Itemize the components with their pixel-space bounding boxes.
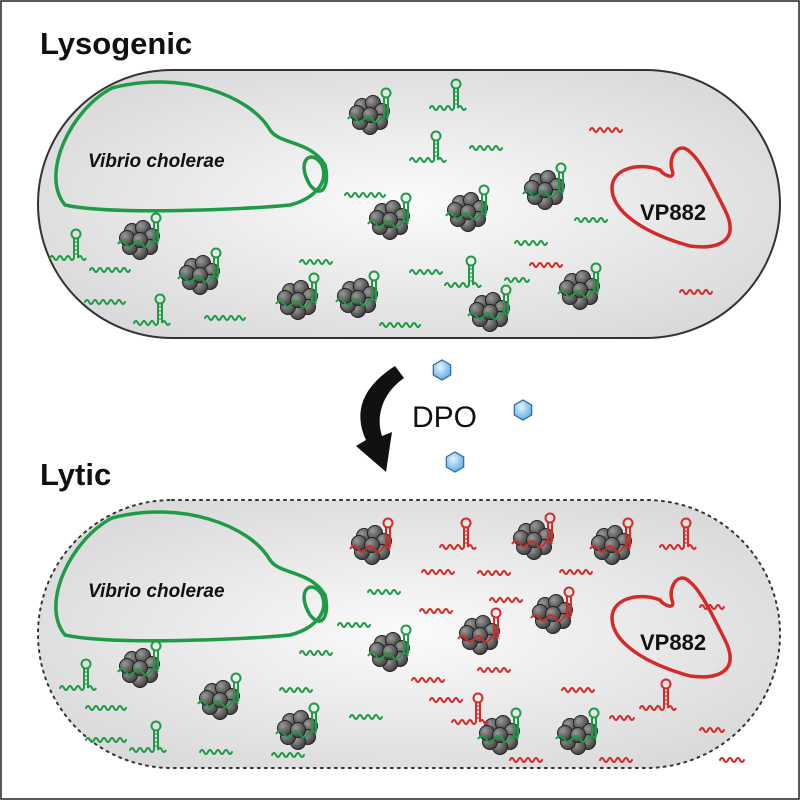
ribosome-icon	[367, 192, 412, 240]
ribosome-icon	[467, 284, 512, 332]
mrna-squiggle	[421, 569, 455, 575]
dpo-molecule-icon	[445, 451, 465, 473]
mrna-squiggle	[409, 269, 443, 275]
mrna-squiggle	[199, 749, 233, 755]
ribosome-icon	[197, 672, 242, 720]
mrna-squiggle	[299, 650, 333, 656]
mrna-squiggle	[559, 569, 593, 575]
dpo-molecule-icon	[432, 359, 452, 381]
riboswitch-hairpin	[439, 517, 477, 550]
mrna-squiggle	[561, 687, 595, 693]
ribosome-icon	[511, 512, 556, 560]
mrna-squiggle	[574, 217, 608, 223]
ribosome-icon	[555, 707, 600, 755]
ribosome-icon	[275, 272, 320, 320]
mrna-squiggle	[589, 127, 623, 133]
mrna-squiggle	[271, 752, 305, 758]
curved-arrow-icon	[356, 366, 404, 472]
ribosome-icon	[275, 702, 320, 750]
mrna-group	[49, 78, 745, 763]
mrna-squiggle	[514, 240, 548, 246]
host-label-lytic: Vibrio cholerae	[88, 581, 225, 602]
mrna-squiggle	[89, 267, 131, 273]
mrna-squiggle	[477, 570, 511, 576]
mrna-squiggle	[599, 757, 633, 763]
ribosome-icon	[445, 184, 490, 232]
mrna-squiggle	[349, 714, 383, 720]
mrna-squiggle	[85, 737, 127, 743]
riboswitch-hairpin	[409, 130, 447, 163]
host-chromosome-lysogenic	[54, 80, 329, 213]
ribosome-icon	[349, 517, 394, 565]
mrna-squiggle	[299, 259, 333, 265]
mrna-squiggle	[509, 757, 543, 763]
mrna-squiggle	[699, 604, 725, 610]
ribosome-icon	[347, 87, 392, 135]
ribosome-icon	[335, 270, 380, 318]
mrna-squiggle	[344, 192, 386, 198]
ribosome-icon	[589, 517, 634, 565]
mrna-squiggle	[84, 299, 126, 305]
mrna-squiggle	[337, 622, 371, 628]
ribosome-icon	[117, 212, 162, 260]
mrna-squiggle	[379, 322, 421, 328]
mrna-squiggle	[411, 677, 445, 683]
riboswitch-hairpin	[429, 78, 467, 111]
mrna-squiggle	[699, 727, 725, 733]
riboswitch-hairpin	[133, 293, 171, 326]
phage-genome-lysogenic	[610, 146, 732, 249]
riboswitch-hairpin	[451, 692, 489, 725]
ribosome-icon	[117, 640, 162, 688]
ribosome-icon	[557, 262, 602, 310]
mrna-squiggle	[609, 715, 635, 721]
riboswitch-hairpin	[59, 658, 97, 691]
mrna-squiggle	[85, 705, 127, 711]
mrna-squiggle	[367, 589, 401, 595]
mrna-squiggle	[279, 687, 313, 693]
mrna-squiggle	[504, 277, 530, 283]
dpo-molecule-icon	[513, 399, 533, 421]
ribosome-icon	[522, 162, 567, 210]
mrna-squiggle	[679, 289, 713, 295]
host-chromosome-lytic	[54, 510, 329, 643]
riboswitch-hairpin	[49, 228, 87, 261]
mrna-squiggle	[469, 145, 503, 151]
riboswitch-hairpin	[129, 720, 167, 753]
ribosome-icon	[367, 624, 412, 672]
dpo-label: DPO	[412, 401, 477, 434]
riboswitch-hairpin	[639, 678, 677, 711]
ribosome-icon	[457, 607, 502, 655]
mrna-squiggle	[719, 757, 745, 763]
mrna-squiggle	[429, 697, 463, 703]
mrna-squiggle	[529, 262, 563, 268]
ribosome-group	[117, 87, 634, 755]
host-label-lysogenic: Vibrio cholerae	[88, 151, 225, 172]
phage-genome-lytic	[610, 576, 732, 679]
lytic-title: Lytic	[40, 457, 111, 492]
mrna-squiggle	[477, 667, 511, 673]
mrna-squiggle	[419, 608, 453, 614]
mrna-squiggle	[489, 597, 523, 603]
dpo-molecule-group	[432, 359, 533, 473]
mrna-squiggle	[204, 315, 246, 321]
lysogenic-title: Lysogenic	[40, 26, 192, 61]
phage-label-lytic: VP882	[640, 630, 706, 655]
riboswitch-hairpin	[444, 255, 482, 288]
ribosome-icon	[530, 586, 575, 634]
ribosome-icon	[177, 247, 222, 295]
riboswitch-hairpin	[659, 517, 697, 550]
phage-label-lysogenic: VP882	[640, 200, 706, 225]
